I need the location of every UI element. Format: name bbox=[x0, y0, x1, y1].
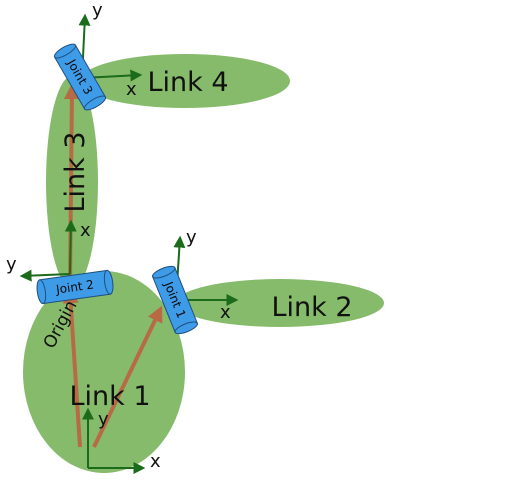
joint-1-x-label: x bbox=[220, 302, 231, 323]
joint-2: Joint 2 bbox=[36, 269, 114, 305]
joint-3-x-label: x bbox=[126, 79, 137, 100]
vector-origin-to-joint-1 bbox=[92, 305, 163, 448]
joint-2-y-axis bbox=[19, 269, 71, 282]
origin-x-label: x bbox=[150, 451, 161, 472]
joint-2-label: Joint 2 bbox=[54, 277, 95, 296]
joint-3-y-label: y bbox=[92, 0, 103, 21]
origin-y-label: y bbox=[98, 409, 109, 430]
link-2-shape bbox=[176, 279, 384, 327]
link-3-label: Link 3 bbox=[60, 131, 91, 212]
link-1-shape bbox=[23, 271, 185, 473]
link-4-shape bbox=[80, 54, 290, 108]
joint-2-x-label: x bbox=[80, 220, 91, 241]
joint-2-x-axis bbox=[64, 219, 77, 275]
vector-origin-to-joint-2 bbox=[62, 287, 82, 448]
link-4-label: Link 4 bbox=[147, 67, 228, 98]
link-1-label: Link 1 bbox=[69, 381, 150, 412]
joint-2-y-label: y bbox=[6, 254, 17, 275]
joint-1-y-label: y bbox=[186, 227, 197, 248]
link-2-label: Link 2 bbox=[271, 292, 352, 323]
